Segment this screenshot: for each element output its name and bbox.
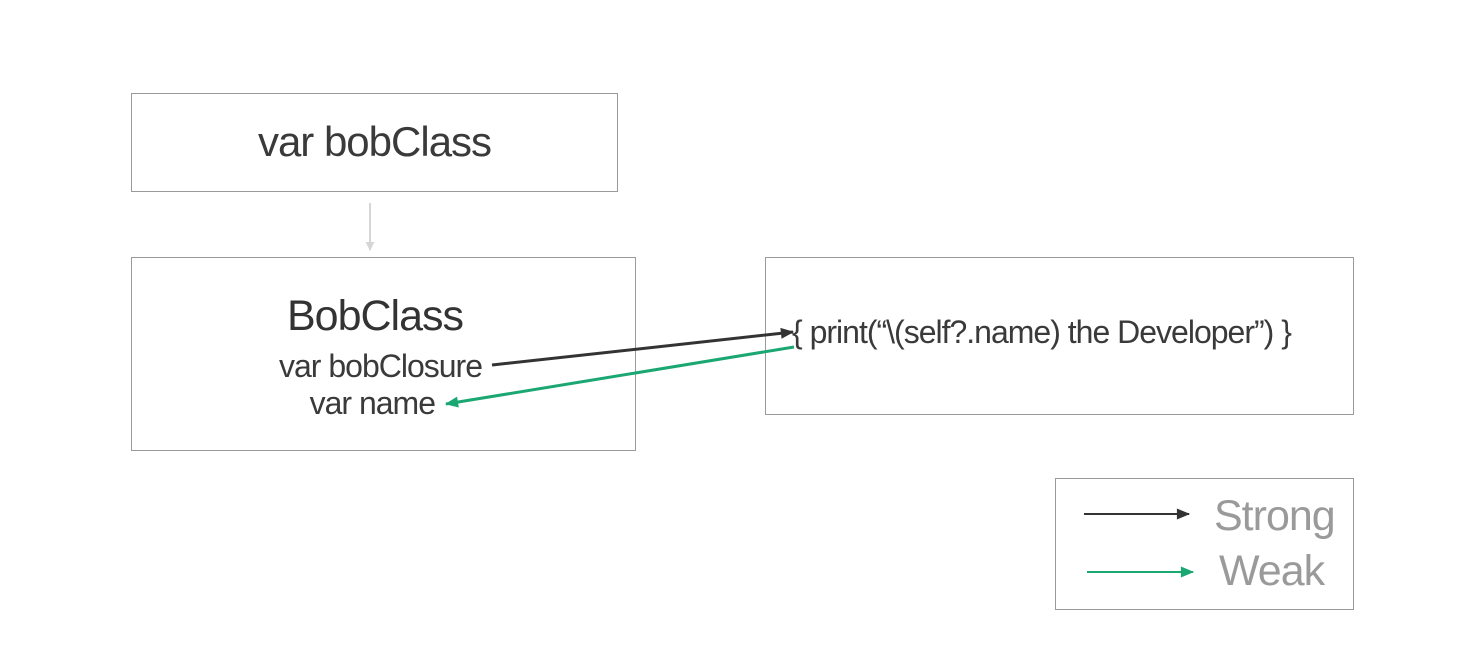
legend-strong-label: Strong [1214, 492, 1336, 540]
legend-weak-label: Weak [1219, 547, 1325, 595]
name-property-label: var name [309, 385, 436, 421]
closure-property-label: var bobClosure [279, 348, 483, 384]
variable-label: var bobClass [257, 118, 492, 165]
class-title: BobClass [286, 292, 464, 340]
variable-box [131, 93, 618, 192]
closure-body-label: { print(“\(self?.name) the Developer”) } [792, 314, 1292, 350]
legend-box [1055, 478, 1354, 610]
closure-box [765, 257, 1354, 415]
